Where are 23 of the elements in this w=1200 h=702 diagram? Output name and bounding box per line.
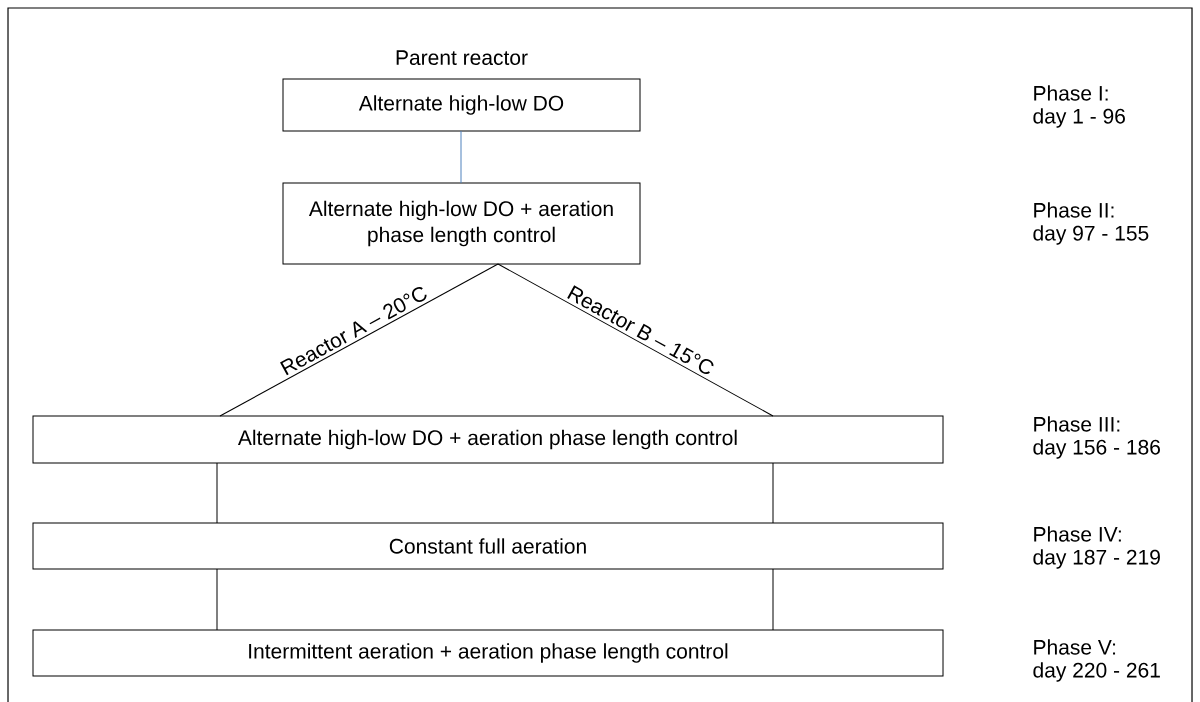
- process-box: Constant full aeration: [32, 522, 944, 570]
- process-box: Alternate high-low DO + aeration phase length control: [282, 182, 641, 265]
- phase-label: Phase I:: [1034, 85, 1108, 101]
- phase-label: day 220 - 261: [1033, 662, 1160, 682]
- phase-label: Phase III:: [1034, 416, 1120, 432]
- process-box: Intermittent aeration + aeration phase length control: [32, 629, 944, 677]
- phase-label: Phase V:: [1034, 639, 1116, 655]
- box-heading: Parent reactor: [396, 50, 528, 65]
- process-box: Alternate high-low DO + aeration phase length control: [32, 415, 944, 464]
- connector-line: [772, 462, 774, 524]
- phase-label: Phase IV:: [1034, 526, 1121, 542]
- connector-line: [772, 568, 774, 631]
- phase-label: Phase II:: [1034, 202, 1114, 218]
- connector-line: [216, 568, 218, 631]
- phase-label: day 156 - 186: [1033, 439, 1160, 459]
- connector-line: [219, 263, 499, 417]
- connector-line: [216, 462, 218, 524]
- phase-label: day 1 - 96: [1033, 108, 1125, 128]
- phase-label: day 187 - 219: [1033, 549, 1160, 569]
- process-box: Alternate high-low DO: [282, 78, 641, 132]
- connector-line: [497, 263, 774, 417]
- connector-line: [460, 130, 462, 184]
- phase-label: day 97 - 155: [1033, 225, 1149, 245]
